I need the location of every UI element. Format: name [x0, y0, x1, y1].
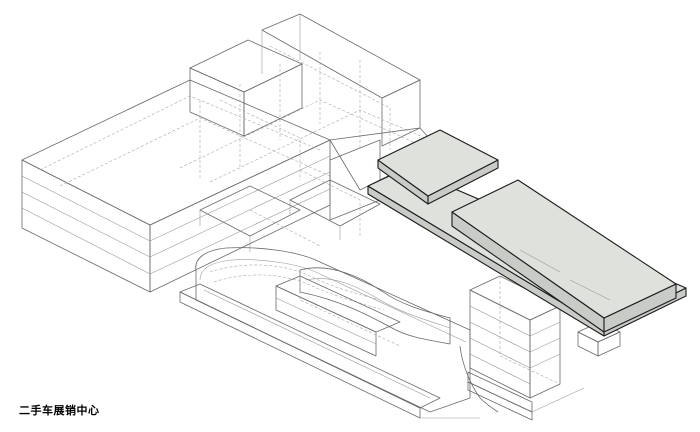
drawing-caption: 二手车展销中心 — [19, 404, 100, 417]
curved-podium — [179, 247, 499, 419]
used-car-showroom-highlight — [367, 129, 687, 337]
east-tower — [467, 275, 621, 421]
west-block — [21, 13, 431, 293]
